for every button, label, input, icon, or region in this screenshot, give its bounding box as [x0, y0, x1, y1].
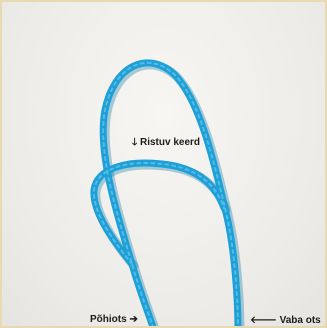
standing-end-label: Põhiots ➔	[90, 314, 138, 325]
free-end-text: Vaba ots	[280, 315, 321, 326]
arrow-right-icon: ➔	[129, 314, 137, 325]
arrow-left-icon: 🡐	[250, 315, 277, 326]
arrow-down-icon: 🡓	[132, 137, 137, 148]
crossing-turn-text: Ristuv keerd	[140, 137, 200, 148]
free-end-label: 🡐 Vaba ots	[250, 314, 321, 326]
crossing-turn-label: 🡓 Ristuv keerd	[132, 135, 200, 152]
standing-end-text: Põhiots	[90, 314, 127, 325]
